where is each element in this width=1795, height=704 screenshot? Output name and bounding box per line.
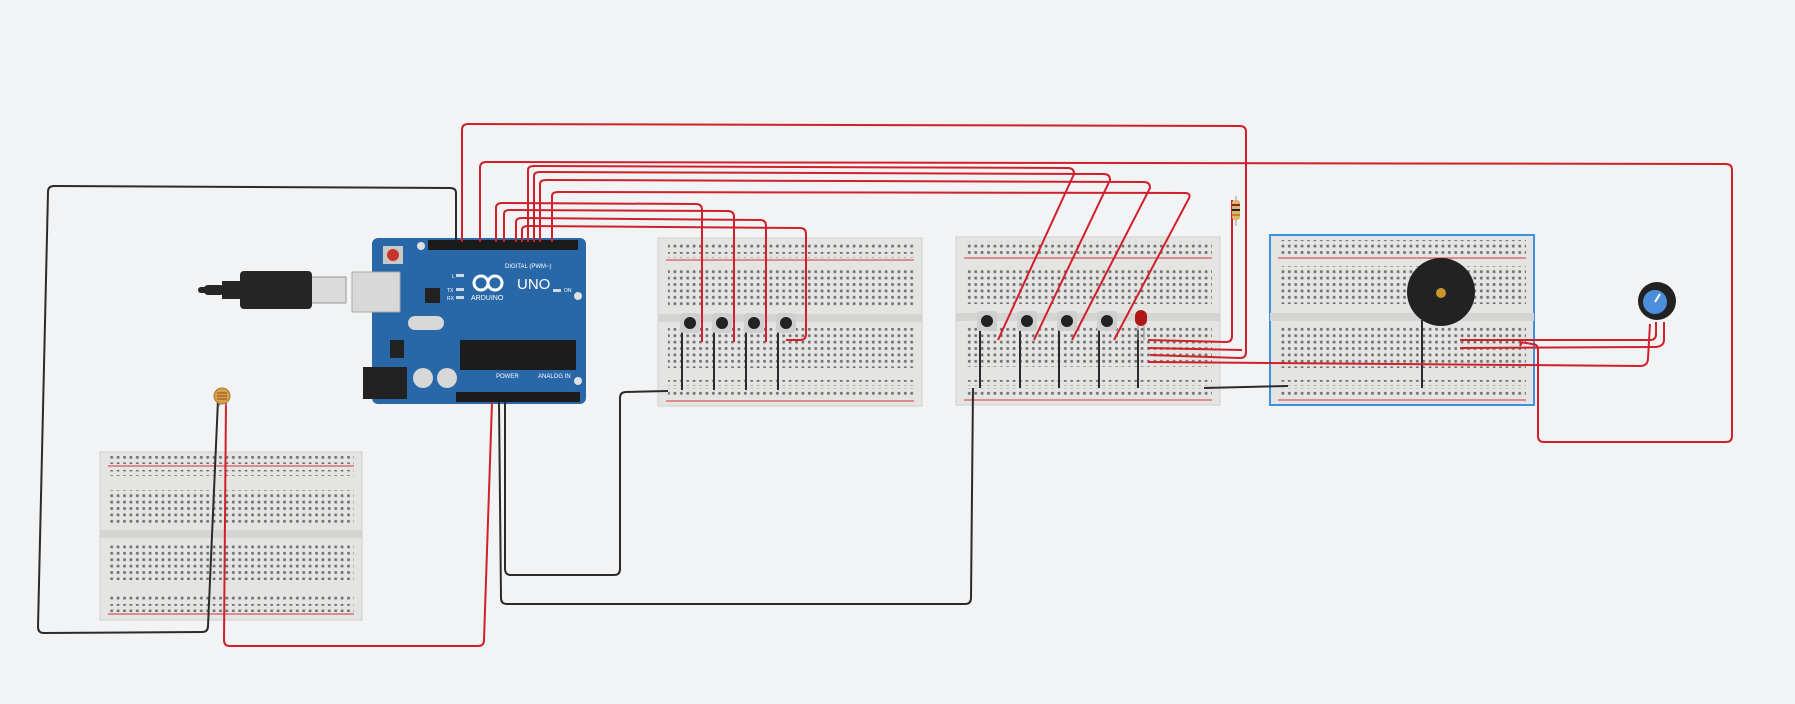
photoresistor[interactable] <box>213 387 231 407</box>
breadboard-buzzer[interactable] <box>1269 234 1535 406</box>
power-header-label: POWER <box>496 374 519 380</box>
led-l-label: L <box>452 274 455 280</box>
usb-cable[interactable] <box>198 271 347 309</box>
wire-red-pot-3 <box>1459 322 1665 349</box>
wire-red-pin-a <box>527 164 1076 341</box>
pushbutton-5[interactable] <box>977 311 997 331</box>
wire-black-gnd-bb2 <box>498 387 974 605</box>
piezo-buzzer[interactable] <box>1407 258 1475 326</box>
led-on <box>553 289 561 292</box>
wire-black-bb2-bb3 <box>1203 385 1289 389</box>
pushbutton-1[interactable] <box>680 313 700 333</box>
atmega-chip <box>460 340 576 370</box>
breadboard-left-bottom[interactable] <box>99 451 363 621</box>
wire-red-outer-loop <box>461 122 1247 360</box>
wire-red-pin-d <box>551 190 1191 341</box>
pushbutton-7[interactable] <box>1057 311 1077 331</box>
wire-red-resistor <box>1147 200 1233 344</box>
potentiometer[interactable] <box>1638 282 1676 320</box>
arduino-logo-icon <box>472 274 504 292</box>
pushbutton-2[interactable] <box>712 313 732 333</box>
wire-red-btn-3 <box>515 216 767 342</box>
capacitor-2 <box>437 368 457 388</box>
resistor[interactable] <box>1232 196 1240 226</box>
wire-black-gnd-bb1 <box>504 390 669 576</box>
power-jack <box>363 367 407 399</box>
wire-red-long-loop <box>479 160 1733 443</box>
wire-red-pot-1 <box>1147 323 1651 368</box>
wire-red-btn-4 <box>521 224 807 341</box>
mounting-hole <box>574 292 582 300</box>
reset-button[interactable] <box>387 249 399 261</box>
analog-header-label: ANALOG IN <box>538 374 571 380</box>
arduino-uno-board[interactable]: ARDUINO UNO DIGITAL (PWM~) ANALOG IN POW… <box>351 238 586 404</box>
pushbutton-6[interactable] <box>1017 311 1037 331</box>
on-label: ON <box>564 288 572 294</box>
crystal-oscillator <box>408 316 444 330</box>
red-wires <box>222 122 1733 647</box>
capacitor-1 <box>413 368 433 388</box>
tx-label: TX <box>447 288 454 294</box>
wire-red-5v-ldr <box>222 399 493 647</box>
pushbuttons-set-2[interactable] <box>977 311 1117 331</box>
wire-black-gnd-ldr <box>36 184 457 635</box>
wire-red-pin-b <box>533 170 1112 341</box>
pushbuttons-set-1[interactable] <box>680 313 796 333</box>
led-rx <box>456 296 464 299</box>
rx-label: RX <box>447 296 455 302</box>
mounting-hole <box>417 242 425 250</box>
breadboard-buttons-led[interactable] <box>955 236 1221 406</box>
wire-red-btn-2 <box>503 208 735 342</box>
usb-port <box>351 271 401 313</box>
regulator-chip <box>390 340 404 358</box>
arduino-brand-label: ARDUINO <box>471 295 504 302</box>
black-wires <box>36 184 1423 635</box>
wire-red-pot-2 <box>1460 322 1657 341</box>
pushbutton-3[interactable] <box>744 313 764 333</box>
wire-red-btn-1 <box>495 201 703 342</box>
pushbutton-4[interactable] <box>776 313 796 333</box>
usb-chip <box>425 288 440 303</box>
pushbutton-8[interactable] <box>1097 311 1117 331</box>
mounting-hole <box>574 377 582 385</box>
led-l <box>456 274 464 277</box>
digital-header-label: DIGITAL (PWM~) <box>505 264 552 270</box>
led-red[interactable] <box>1135 310 1147 340</box>
led-tx <box>456 288 464 291</box>
wire-red-pin-c <box>539 178 1152 341</box>
arduino-model-label: UNO <box>517 276 550 293</box>
